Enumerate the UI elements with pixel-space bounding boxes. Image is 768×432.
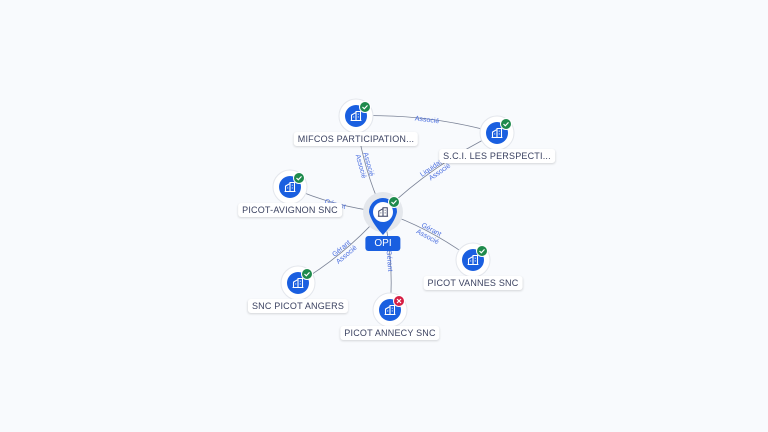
node-label[interactable]: MIFCOS PARTICIPATION... — [293, 132, 419, 146]
node-label[interactable]: PICOT VANNES SNC — [423, 276, 523, 290]
node-label[interactable]: SNC PICOT ANGERS — [247, 299, 349, 313]
building-icon — [350, 110, 362, 122]
building-icon — [292, 277, 304, 289]
check-badge-icon — [359, 101, 371, 113]
edge-labels: Associé — [414, 115, 439, 125]
edge-labels: Gérant — [385, 250, 394, 272]
node-label[interactable]: PICOT-AVIGNON SNC — [238, 203, 342, 217]
building-icon — [491, 127, 503, 139]
edge-label: Associé — [414, 115, 439, 125]
check-badge-icon — [301, 268, 313, 280]
check-badge-icon — [500, 118, 512, 130]
building-icon — [377, 207, 389, 217]
node-label[interactable]: PICOT ANNECY SNC — [340, 326, 440, 340]
cross-badge-icon — [393, 295, 405, 307]
building-icon — [284, 181, 296, 193]
check-badge-icon — [388, 196, 400, 208]
check-badge-icon — [293, 172, 305, 184]
edge-label: Gérant — [385, 250, 394, 272]
check-badge-icon — [476, 245, 488, 257]
center-node-label[interactable]: OPI — [365, 236, 401, 251]
building-icon — [384, 304, 396, 316]
node-label[interactable]: S.C.I. LES PERSPECTI... — [439, 149, 555, 163]
building-icon — [467, 254, 479, 266]
